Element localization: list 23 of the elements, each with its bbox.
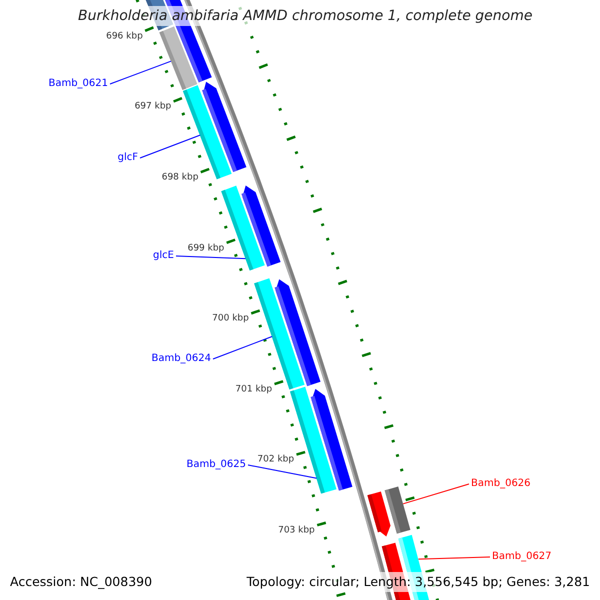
position-label: 696 kbp (106, 31, 143, 42)
gene-bar (182, 85, 232, 180)
position-label: 698 kbp (162, 172, 198, 184)
position-label: 699 kbp (188, 243, 224, 254)
position-label: 703 kbp (278, 525, 315, 536)
position-label: 697 kbp (134, 102, 172, 113)
gene-label: Bamb_0621 (48, 78, 108, 90)
leader-line (110, 60, 172, 84)
gene-label: glcE (153, 250, 174, 262)
gene-label: Bamb_0625 (186, 459, 246, 471)
leader-line (212, 336, 273, 360)
leader-line (402, 484, 470, 504)
position-label: 700 kbp (212, 314, 249, 325)
gene-label: glcF (118, 152, 138, 164)
gene-bar (384, 486, 410, 534)
leader-line (418, 556, 490, 560)
position-label: 702 kbp (257, 454, 294, 466)
gene-label: Bamb_0627 (492, 551, 552, 563)
leader-line (176, 256, 246, 260)
position-label: 701 kbp (235, 384, 272, 396)
gene-bar (159, 26, 198, 90)
gene-label: Bamb_0624 (151, 353, 211, 365)
gene-label: Bamb_0626 (471, 478, 531, 490)
